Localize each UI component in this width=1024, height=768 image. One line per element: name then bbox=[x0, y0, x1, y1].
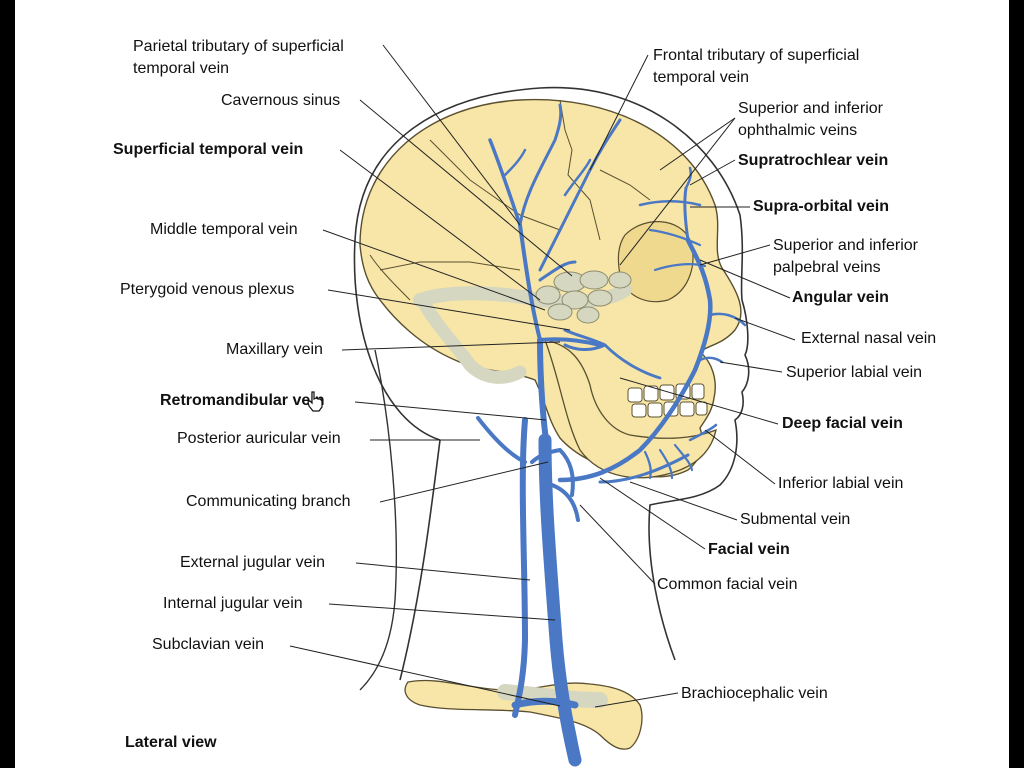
brachiocephalic-vein bbox=[560, 700, 581, 765]
label-angular-vein: Angular vein bbox=[792, 289, 889, 306]
label-external-jugular-vein: External jugular vein bbox=[180, 554, 325, 571]
middle-temporal-vein bbox=[538, 260, 577, 282]
sigmoid-sinus bbox=[418, 298, 527, 384]
maxillary-vein bbox=[538, 337, 602, 347]
label-superficial-temporal-vein: Superficial temporal vein bbox=[113, 141, 304, 158]
right-frame-bar bbox=[1009, 0, 1024, 768]
inferior-labial-vein bbox=[688, 423, 718, 442]
label-parietal-tributary: Parietal tributary of superficial tempor… bbox=[133, 38, 344, 77]
orbit bbox=[617, 221, 694, 303]
label-external-nasal-vein: External nasal vein bbox=[801, 330, 937, 347]
label-deep-facial-vein: Deep facial vein bbox=[782, 415, 903, 432]
posterior-auricular-vein bbox=[476, 416, 527, 464]
mandible bbox=[543, 339, 717, 479]
frontal-tributary bbox=[538, 118, 622, 272]
hand-pointer-icon bbox=[307, 391, 323, 412]
caption-lateral-view: Lateral view bbox=[125, 734, 217, 751]
leader-lines bbox=[289, 44, 796, 708]
left-frame-bar bbox=[0, 0, 15, 768]
cranial-sutures bbox=[369, 99, 651, 301]
retromandibular-vein bbox=[537, 337, 549, 443]
label-retromandibular-vein: Retromandibular vein bbox=[160, 392, 325, 409]
cavernous-sinus-plexus bbox=[535, 270, 632, 324]
label-internal-jugular-vein: Internal jugular vein bbox=[163, 595, 303, 612]
supratrochlear-vein bbox=[684, 166, 693, 190]
label-maxillary-vein: Maxillary vein bbox=[226, 341, 323, 358]
angular-vein bbox=[683, 186, 690, 242]
label-supratrochlear-vein: Supratrochlear vein bbox=[738, 152, 889, 169]
label-cavernous-sinus: Cavernous sinus bbox=[221, 92, 341, 109]
label-inferior-labial-vein: Inferior labial vein bbox=[778, 475, 904, 492]
parietal-tributary bbox=[488, 138, 522, 227]
label-ophthalmic-veins: Superior and inferior ophthalmic veins bbox=[738, 100, 883, 139]
deep-facial-vein bbox=[603, 343, 662, 380]
label-facial-vein: Facial vein bbox=[708, 541, 790, 558]
neck-back-outline bbox=[359, 349, 397, 691]
label-communicating-branch: Communicating branch bbox=[186, 493, 351, 510]
veins bbox=[476, 103, 747, 767]
label-middle-temporal-vein: Middle temporal vein bbox=[150, 221, 298, 238]
label-subclavian-vein: Subclavian vein bbox=[152, 636, 265, 653]
label-supra-orbital-vein: Supra-orbital vein bbox=[753, 198, 890, 215]
common-facial-vein bbox=[550, 483, 580, 522]
subclavian-band bbox=[497, 684, 608, 708]
label-submental-vein: Submental vein bbox=[740, 511, 851, 528]
head-silhouette bbox=[353, 86, 750, 681]
label-superior-labial-vein: Superior labial vein bbox=[786, 364, 923, 381]
subclavian-vein bbox=[511, 697, 579, 709]
facial-vein bbox=[557, 237, 713, 483]
label-posterior-auricular-vein: Posterior auricular vein bbox=[177, 430, 341, 447]
label-frontal-tributary: Frontal tributary of superficial tempora… bbox=[653, 47, 860, 86]
submental-vein bbox=[598, 453, 690, 484]
external-jugular-vein bbox=[512, 417, 528, 718]
label-common-facial-vein: Common facial vein bbox=[657, 576, 798, 593]
label-brachiocephalic-vein: Brachiocephalic vein bbox=[681, 685, 828, 702]
label-pterygoid-venous-plexus: Pterygoid venous plexus bbox=[120, 281, 295, 298]
superior-labial-vein bbox=[698, 356, 724, 364]
external-nasal-vein bbox=[708, 312, 747, 327]
label-palpebral-veins: Superior and inferior palpebral veins bbox=[773, 237, 918, 276]
superficial-temporal-vein bbox=[518, 223, 542, 342]
